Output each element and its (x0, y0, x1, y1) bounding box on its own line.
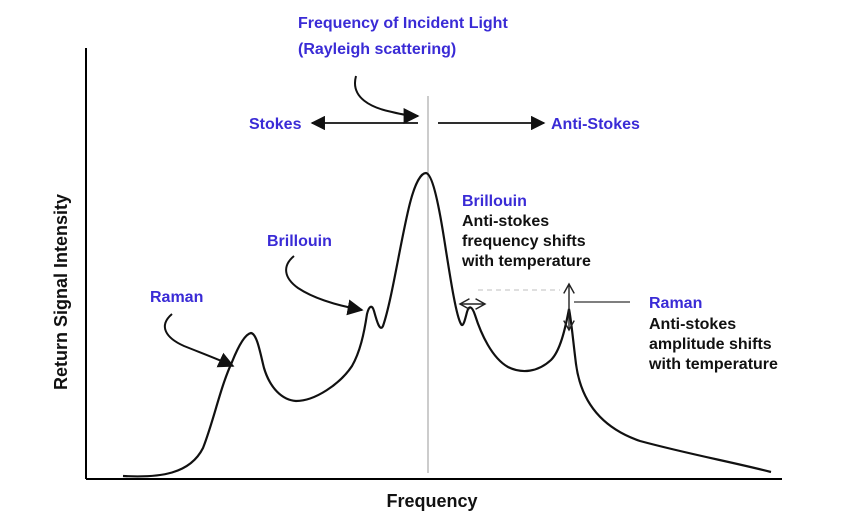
raman-right-desc-2: amplitude shifts (649, 336, 772, 353)
anti-stokes-label: Anti-Stokes (551, 116, 640, 133)
brillouin-right-desc-3: with temperature (461, 253, 591, 270)
raman-right-title: Raman (649, 295, 702, 312)
brillouin-right-desc-1: Anti-stokes (462, 213, 549, 230)
brillouin-right-desc-2: frequency shifts (462, 233, 586, 250)
stokes-label: Stokes (249, 116, 302, 133)
incident-pointer-arrow (354, 75, 420, 124)
brillouin-right-title: Brillouin (462, 193, 527, 210)
x-axis-label: Frequency (386, 491, 477, 511)
raman-left-label: Raman (150, 289, 203, 306)
y-axis-label: Return Signal Intensity (51, 194, 71, 390)
incident-light-label-line2: (Rayleigh scattering) (298, 41, 456, 58)
raman-right-desc-3: with temperature (648, 356, 778, 373)
brillouin-left-label: Brillouin (267, 233, 332, 250)
incident-light-label-line1: Frequency of Incident Light (298, 15, 508, 32)
raman-right-desc-1: Anti-stokes (649, 316, 736, 333)
raman-left-pointer-arrow (163, 313, 235, 368)
brillouin-left-pointer-arrow (285, 255, 364, 316)
